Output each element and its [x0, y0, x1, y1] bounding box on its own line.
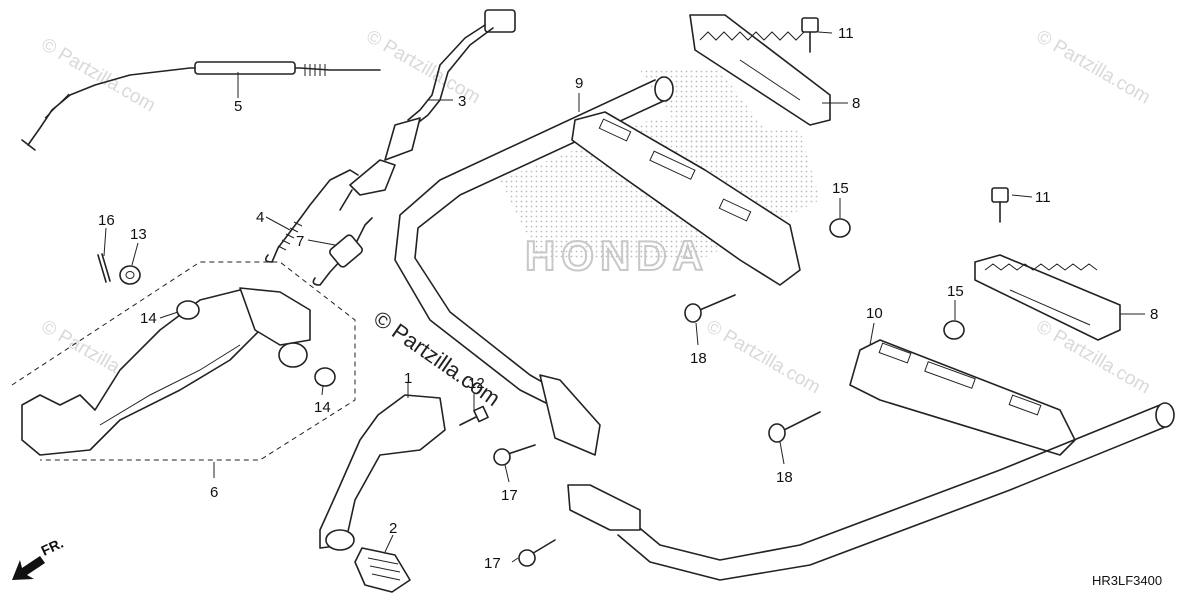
part-footpeg-lower [974, 254, 1121, 341]
callout-9: 9 [575, 75, 583, 92]
callout-6: 6 [210, 484, 218, 501]
part-footpeg-upper [689, 14, 831, 126]
part-spring-4 [264, 169, 359, 263]
part-left-bar [394, 76, 801, 456]
callout-18: 18 [690, 350, 707, 367]
callout-14: 14 [140, 310, 157, 327]
callout-11: 11 [1035, 189, 1051, 206]
callout-17: 17 [501, 487, 518, 504]
direction-indicator: FR. [12, 535, 66, 580]
part-bolt-12 [459, 405, 489, 426]
callout-4: 4 [256, 209, 264, 226]
part-cotter-pin [97, 253, 111, 283]
part-bolt-17 [493, 444, 556, 567]
callouts: 1 2 3 4 5 6 7 8 8 9 10 11 11 12 13 14 14… [98, 25, 1158, 572]
callout-18: 18 [776, 469, 793, 486]
callout-13: 13 [130, 226, 147, 243]
watermark: © Partzilla.com [1033, 26, 1154, 108]
leader-lines [103, 31, 1145, 563]
part-right-bar [567, 339, 1175, 581]
callout-8: 8 [1150, 306, 1158, 323]
part-bolt-11 [801, 17, 1009, 223]
callout-12: 12 [468, 375, 485, 392]
callout-1: 1 [404, 370, 412, 387]
callout-5: 5 [234, 98, 242, 115]
part-cable [21, 61, 381, 151]
callout-10: 10 [866, 305, 883, 322]
callout-7: 7 [296, 233, 304, 250]
watermark: © Partzilla.com [703, 316, 824, 398]
watermark-center: © Partzilla.com [369, 306, 505, 412]
diagram-code: HR3LF3400 [1092, 573, 1162, 588]
callout-15: 15 [947, 283, 964, 300]
part-bolt-18 [684, 294, 821, 443]
callout-14: 14 [314, 399, 331, 416]
watermark: © Partzilla.com [38, 34, 159, 116]
callout-11: 11 [838, 25, 854, 42]
callout-17: 17 [484, 555, 501, 572]
part-washer-13 [119, 265, 141, 285]
direction-arrow-icon [12, 556, 45, 580]
callout-15: 15 [832, 180, 849, 197]
part-spring-7 [312, 217, 373, 286]
part-pedal-assembly [11, 261, 356, 461]
part-nut-15 [829, 218, 965, 340]
callout-16: 16 [98, 212, 115, 229]
direction-label: FR. [39, 535, 66, 559]
part-stop-switch [339, 9, 516, 211]
part-step-bracket [319, 394, 446, 593]
brand-wordmark: HONDA [525, 232, 709, 279]
callout-3: 3 [458, 93, 466, 110]
callout-2: 2 [389, 520, 397, 537]
callout-8: 8 [852, 95, 860, 112]
